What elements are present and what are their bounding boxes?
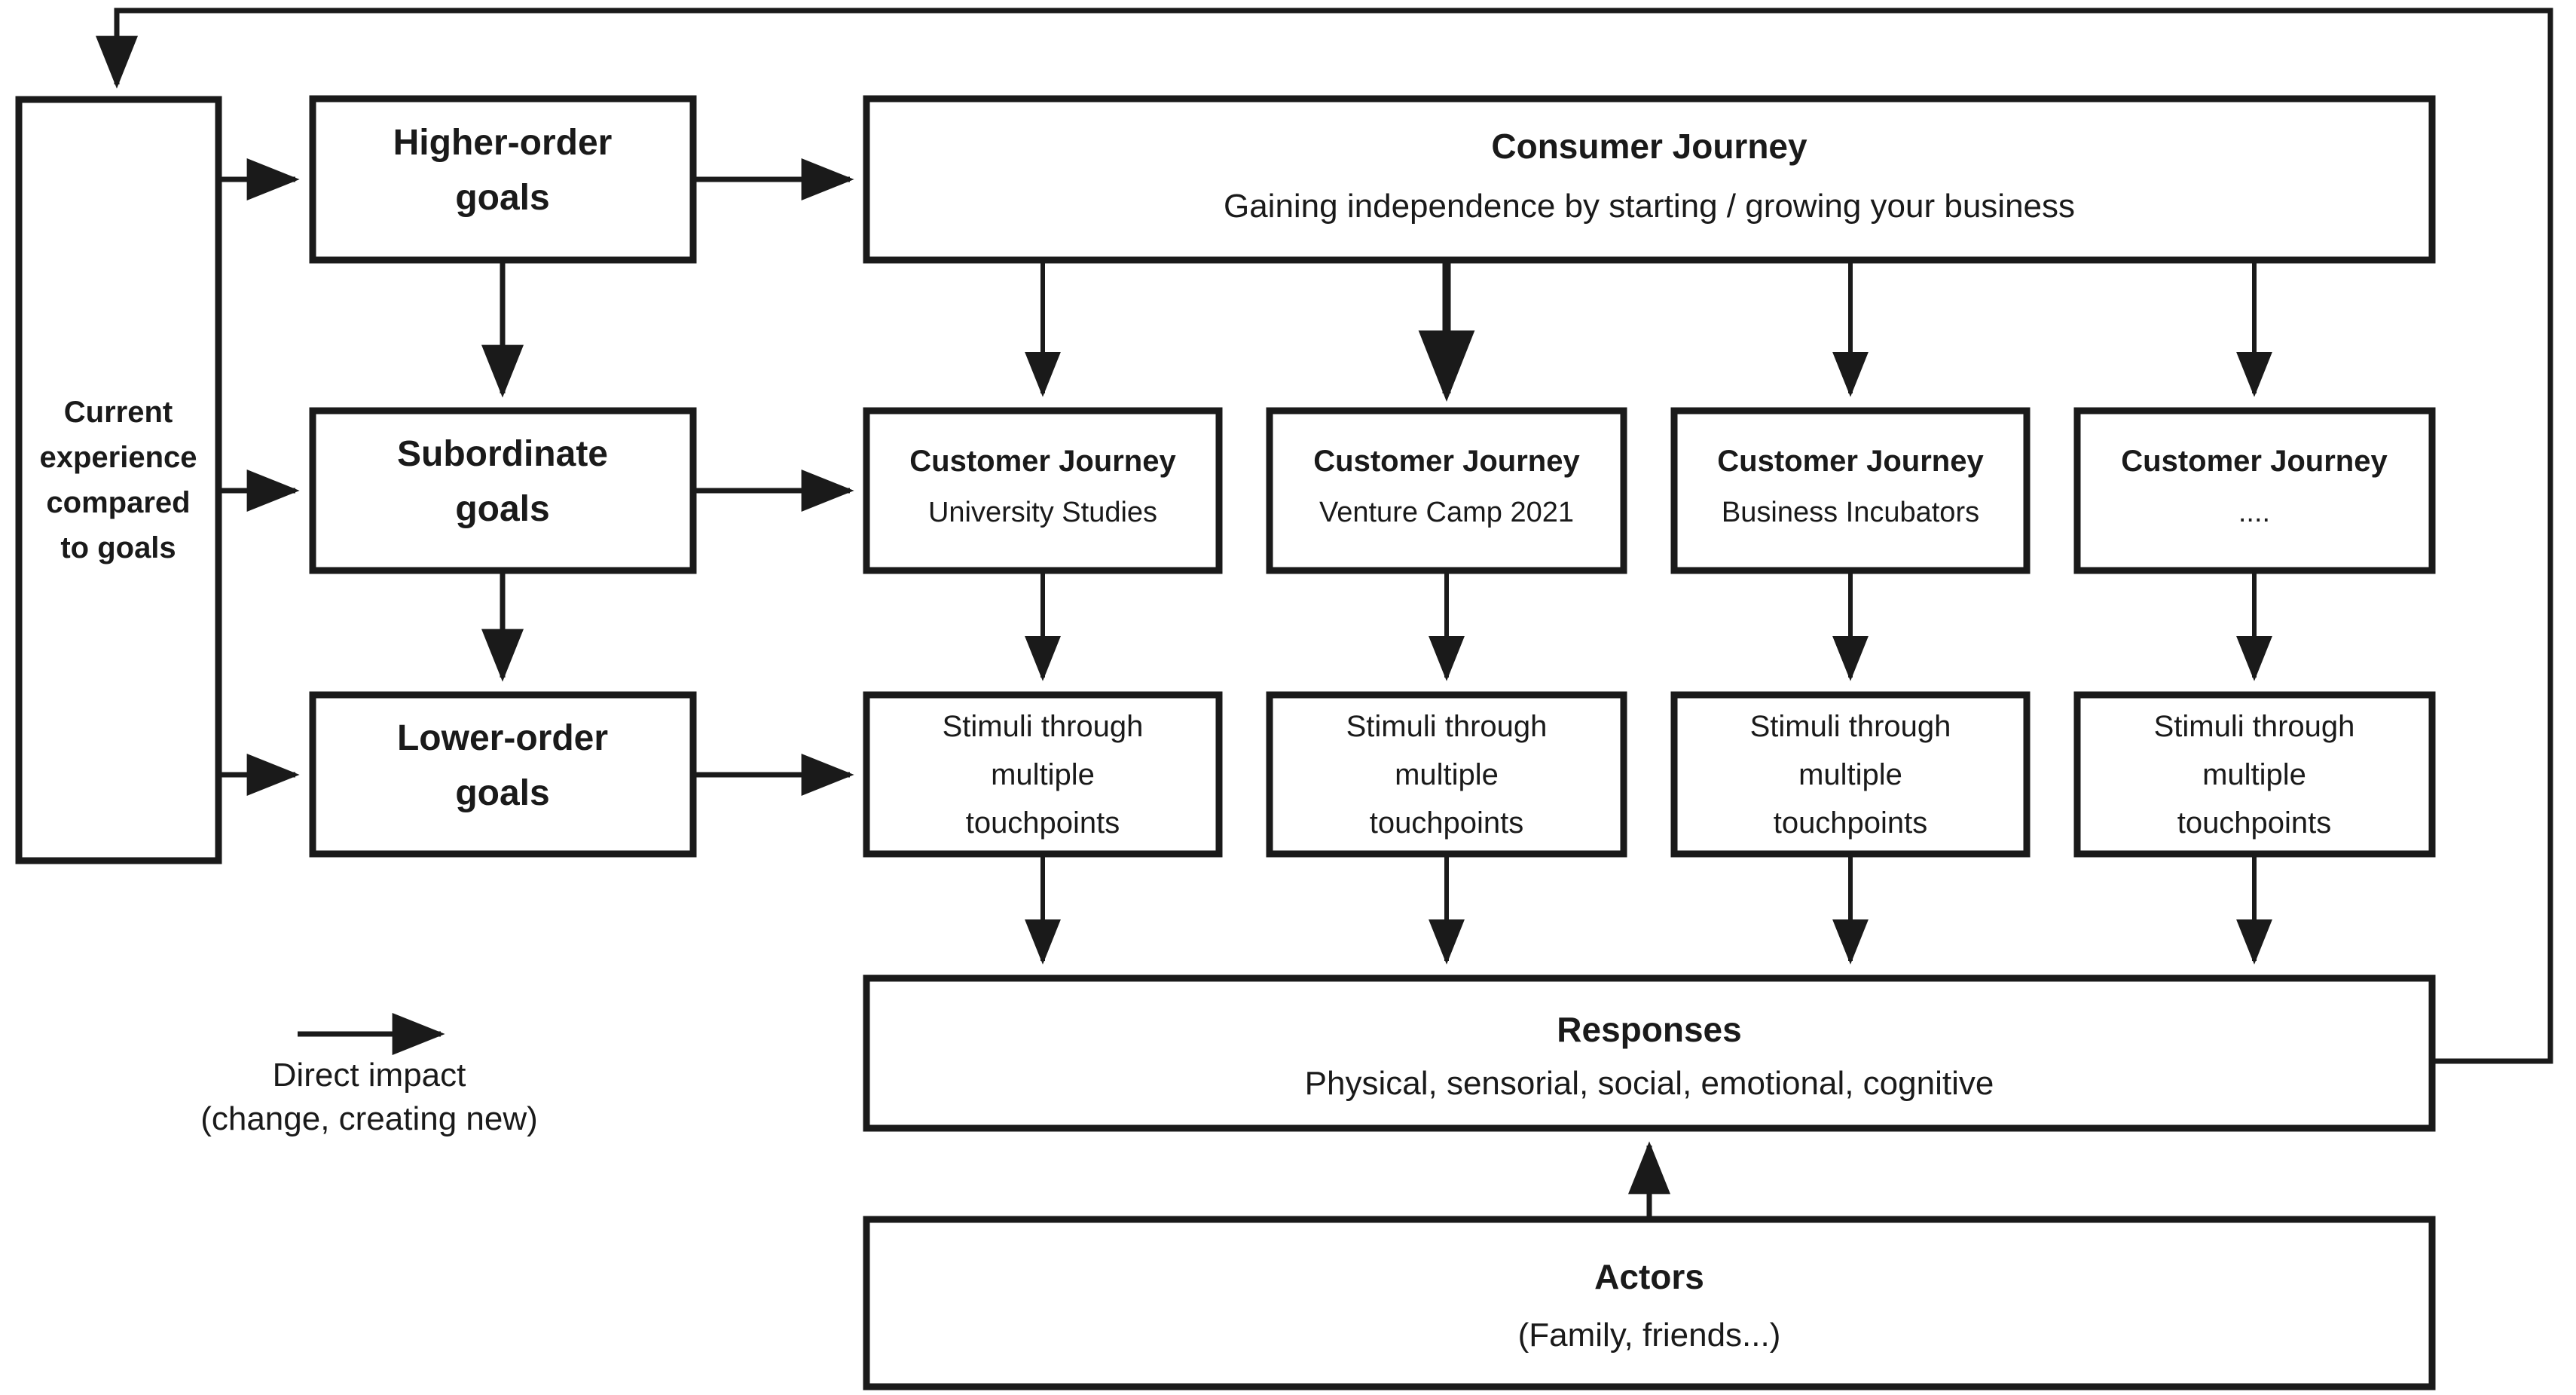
actors-title: Actors xyxy=(1594,1257,1704,1296)
stimuli-box-4[interactable]: Stimuli through multiple touchpoints xyxy=(2073,691,2436,858)
current-experience-line-3: compared xyxy=(46,486,190,519)
customer-journey-box-4[interactable]: Customer Journey .... xyxy=(2073,407,2436,574)
stimuli-line-1-2: multiple xyxy=(991,758,1095,791)
consumer-journey-title: Consumer Journey xyxy=(1491,127,1807,166)
customer-journey-subtitle-4: .... xyxy=(2238,497,2270,528)
stimuli-box-3[interactable]: Stimuli through multiple touchpoints xyxy=(1670,691,2031,858)
stimuli-line-3-3: touchpoints xyxy=(1774,806,1928,840)
stimuli-box-1[interactable]: Stimuli through multiple touchpoints xyxy=(863,691,1223,858)
stimuli-line-3-2: multiple xyxy=(1798,758,1902,791)
higher-order-goals-line-2: goals xyxy=(455,178,549,218)
customer-journey-title-4: Customer Journey xyxy=(2121,445,2388,478)
current-experience-line-1: Current xyxy=(64,396,173,429)
feedback-loop-arrow xyxy=(96,8,2553,1064)
responses-title: Responses xyxy=(1557,1010,1741,1049)
customer-journey-subtitle-2: Venture Camp 2021 xyxy=(1319,497,1574,528)
responses-subtitle: Physical, sensorial, social, emotional, … xyxy=(1305,1065,1994,1102)
stimuli-line-2-1: Stimuli through xyxy=(1346,710,1548,743)
stimuli-line-1-3: touchpoints xyxy=(966,806,1120,840)
stimuli-box-2[interactable]: Stimuli through multiple touchpoints xyxy=(1266,691,1627,858)
customer-journey-subtitle-1: University Studies xyxy=(928,497,1157,528)
stimuli-line-2-3: touchpoints xyxy=(1370,806,1524,840)
actors-subtitle: (Family, friends...) xyxy=(1518,1317,1781,1354)
subordinate-goals-line-1: Subordinate xyxy=(397,434,608,474)
current-experience-line-4: to goals xyxy=(60,531,176,564)
responses-box[interactable]: Responses Physical, sensorial, social, e… xyxy=(863,974,2436,1132)
customer-journey-box-3[interactable]: Customer Journey Business Incubators xyxy=(1670,407,2031,574)
customer-journey-subtitle-3: Business Incubators xyxy=(1722,497,1979,528)
current-experience-box[interactable]: Current experience compared to goals xyxy=(15,96,222,864)
actors-box[interactable]: Actors (Family, friends...) xyxy=(863,1216,2436,1390)
consumer-journey-subtitle: Gaining independence by starting / growi… xyxy=(1224,188,2075,225)
stimuli-line-3-1: Stimuli through xyxy=(1750,710,1951,743)
consumer-journey-box[interactable]: Consumer Journey Gaining independence by… xyxy=(863,95,2436,264)
stimuli-line-4-3: touchpoints xyxy=(2177,806,2332,840)
subordinate-goals-box[interactable]: Subordinate goals xyxy=(309,407,697,574)
lower-order-goals-line-1: Lower-order xyxy=(397,718,608,758)
customer-journey-box-2[interactable]: Customer Journey Venture Camp 2021 xyxy=(1266,407,1627,574)
stimuli-line-1-1: Stimuli through xyxy=(943,710,1144,743)
customer-journey-box-1[interactable]: Customer Journey University Studies xyxy=(863,407,1223,574)
higher-order-goals-box[interactable]: Higher-order goals xyxy=(309,95,697,264)
customer-journey-title-3: Customer Journey xyxy=(1717,445,1984,478)
stimuli-line-4-1: Stimuli through xyxy=(2154,710,2355,743)
higher-order-goals-line-1: Higher-order xyxy=(393,123,613,163)
current-experience-line-2: experience xyxy=(39,441,197,474)
subordinate-goals-line-2: goals xyxy=(455,489,549,529)
customer-journey-title-1: Customer Journey xyxy=(909,445,1176,478)
legend-line-2: (change, creating new) xyxy=(200,1100,538,1138)
stimuli-line-2-2: multiple xyxy=(1395,758,1499,791)
lower-order-goals-line-2: goals xyxy=(455,773,549,813)
legend-text: Direct impact (change, creating new) xyxy=(136,1054,603,1141)
stimuli-line-4-2: multiple xyxy=(2202,758,2306,791)
customer-journey-title-2: Customer Journey xyxy=(1313,445,1580,478)
legend-line-1: Direct impact xyxy=(272,1057,466,1094)
lower-order-goals-box[interactable]: Lower-order goals xyxy=(309,691,697,858)
